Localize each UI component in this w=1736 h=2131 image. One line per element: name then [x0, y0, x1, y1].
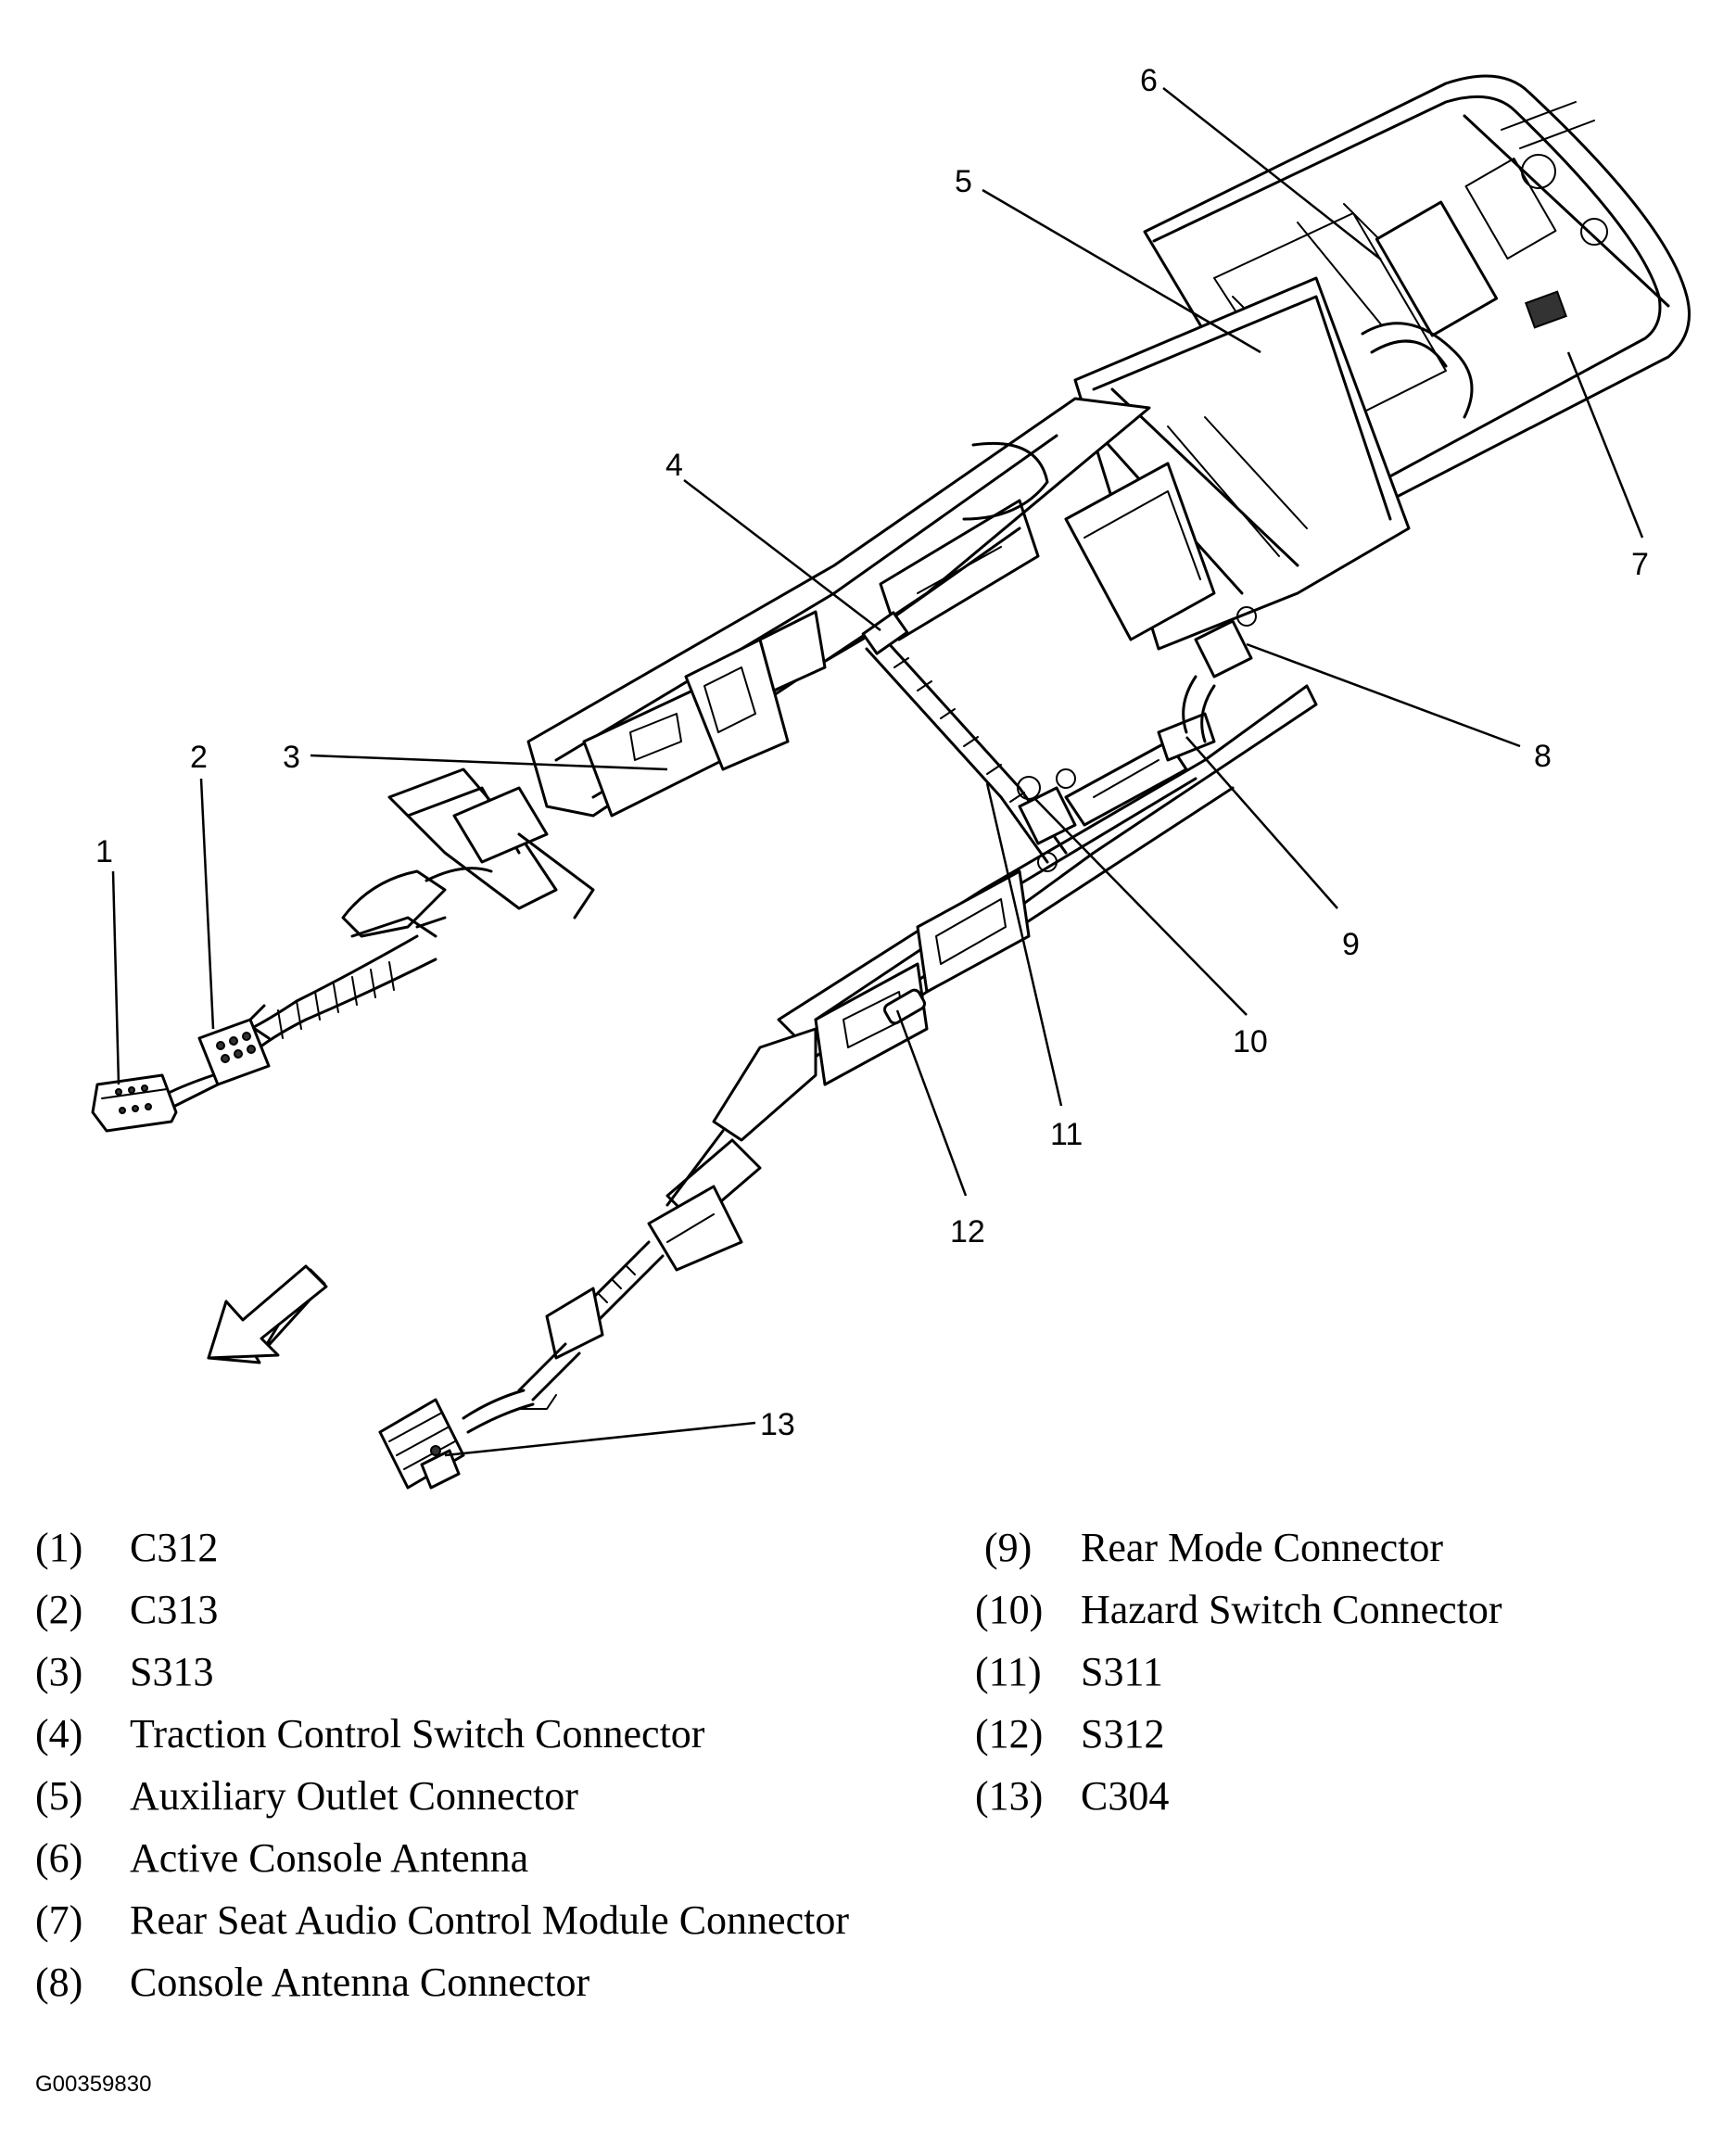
legend-item: (7)Rear Seat Audio Control Module Connec… — [35, 1897, 849, 1943]
callout-12: 12 — [950, 1214, 985, 1249]
legend-item: (2)C313 — [35, 1587, 219, 1632]
callout-3: 3 — [283, 740, 300, 775]
callout-2: 2 — [190, 740, 208, 775]
callout-11: 11 — [1050, 1117, 1083, 1152]
legend-item: (4)Traction Control Switch Connector — [35, 1711, 705, 1757]
callout-8: 8 — [1534, 739, 1552, 774]
callout-7: 7 — [1631, 547, 1649, 582]
legend-item: (1)C312 — [35, 1525, 219, 1570]
callout-1: 1 — [95, 834, 113, 869]
callout-5: 5 — [955, 164, 972, 199]
legend-item: (5)Auxiliary Outlet Connector — [35, 1773, 578, 1819]
console-tray — [981, 276, 1411, 651]
console-wiring-diagram: 1 2 3 4 5 6 7 8 9 10 11 12 13 — [91, 63, 1691, 1490]
callout-6: 6 — [1140, 63, 1158, 98]
legend-item: (8)Console Antenna Connector — [35, 1960, 590, 2005]
legend-item: (12)S312 — [975, 1711, 1165, 1757]
upper-rail — [526, 397, 1151, 818]
connector-c304 — [378, 1398, 465, 1490]
connector-c313 — [197, 1004, 271, 1086]
callout-10: 10 — [1233, 1024, 1268, 1059]
callout-9: 9 — [1342, 927, 1360, 962]
legend-item: (6)Active Console Antenna — [35, 1835, 529, 1881]
callout-13: 13 — [760, 1407, 795, 1442]
callout-4: 4 — [665, 448, 683, 483]
callout-numbers: 1 2 3 4 5 6 7 8 9 10 11 12 13 — [95, 63, 1649, 1442]
legend-item: (9)Rear Mode Connector — [984, 1525, 1443, 1570]
figure-id: G00359830 — [35, 2072, 152, 2097]
legend-item: (3)S313 — [35, 1649, 214, 1694]
cross-harness — [861, 611, 1077, 872]
legend-item: (11)S311 — [975, 1649, 1163, 1694]
legend-item: (10)Hazard Switch Connector — [975, 1587, 1502, 1632]
left-harness — [91, 767, 595, 1133]
connector-c312 — [91, 1073, 178, 1133]
leader-lines — [111, 87, 1644, 1457]
lower-harness — [378, 1027, 817, 1490]
legend-item: (13)C304 — [975, 1773, 1170, 1819]
front-direction-arrow-icon — [207, 1264, 328, 1364]
